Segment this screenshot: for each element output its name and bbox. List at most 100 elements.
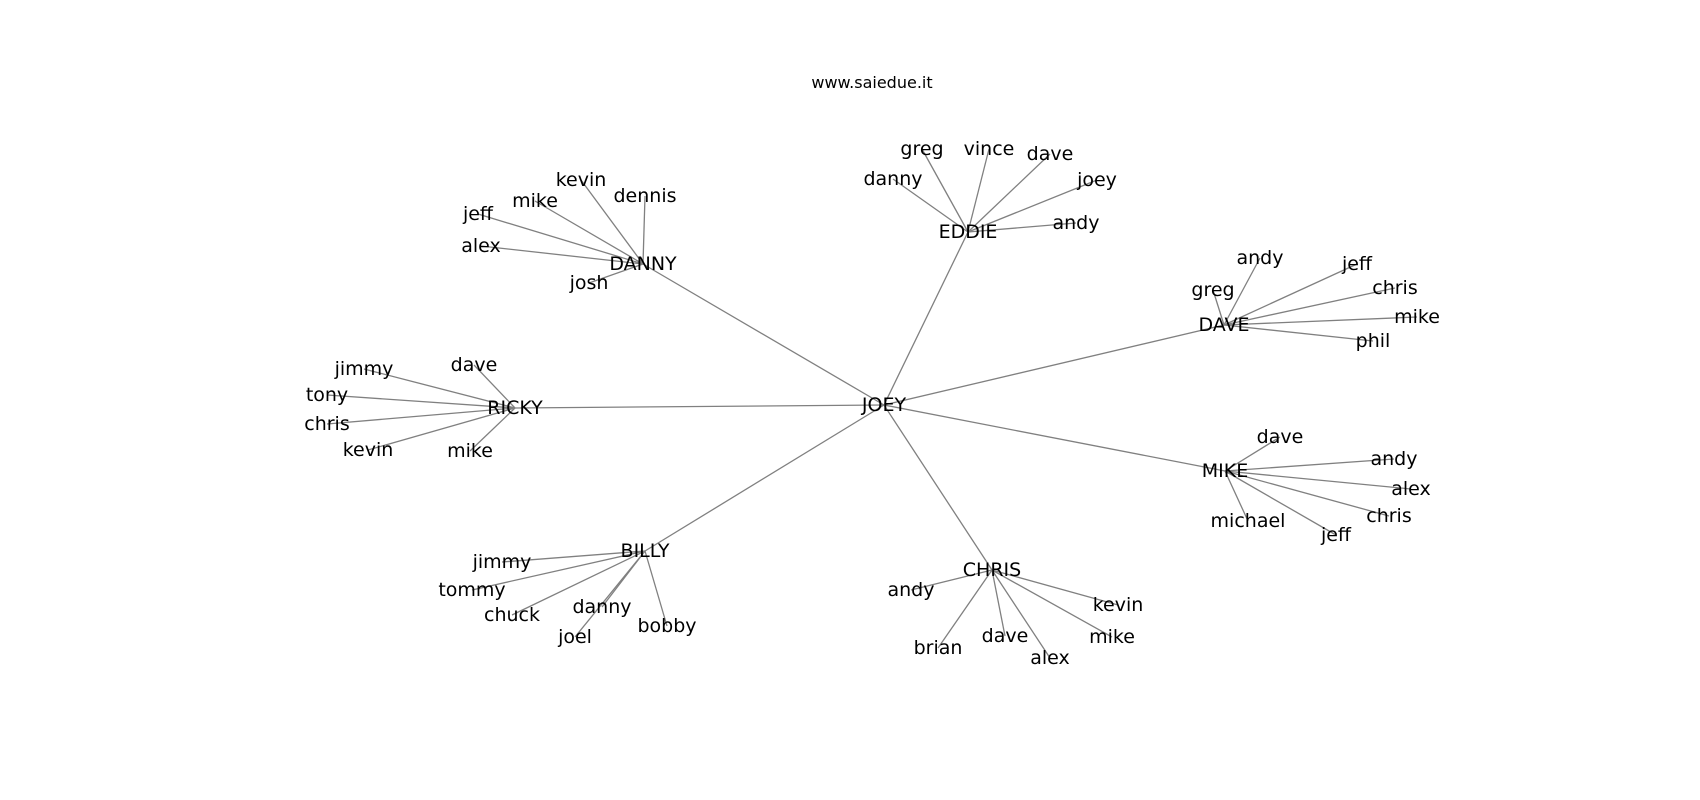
- edge-chris-kevin: [991, 569, 1119, 606]
- edge-eddie-andy: [967, 222, 1077, 233]
- edge-ricky-tony: [326, 394, 516, 409]
- edge-danny-alex: [480, 245, 644, 265]
- node-leaf: michael: [1211, 510, 1286, 532]
- edge-mike-jeff: [1224, 470, 1337, 536]
- edge-danny-mike: [534, 200, 644, 265]
- node-center: JOEY: [861, 394, 907, 416]
- node-leaf: jimmy: [334, 358, 394, 380]
- edge-chris-mike: [991, 569, 1113, 638]
- node-leaf: chris: [304, 413, 349, 435]
- edge-ricky-kevin: [367, 407, 516, 451]
- node-leaf: danny: [572, 596, 631, 618]
- node-leaf: jimmy: [472, 551, 532, 573]
- node-leaf: mike: [1089, 626, 1135, 648]
- edge-billy-bobby: [644, 550, 668, 627]
- node-hub: MIKE: [1202, 460, 1248, 482]
- edge-mike-chris: [1224, 470, 1390, 517]
- node-hub: DANNY: [609, 253, 677, 275]
- edge-eddie-dave: [967, 153, 1051, 233]
- edge-dave-jeff: [1223, 263, 1358, 326]
- edge-billy-joel: [574, 550, 646, 638]
- edges-layer: [326, 148, 1418, 659]
- edge-joey-ricky: [514, 404, 885, 409]
- node-leaf: phil: [1356, 330, 1391, 352]
- node-leaf: dave: [1027, 143, 1074, 165]
- node-hub: EDDIE: [939, 221, 998, 243]
- edge-danny-dennis: [642, 195, 646, 265]
- node-leaf: alex: [1391, 478, 1431, 500]
- edge-billy-chuck: [511, 550, 646, 616]
- node-leaf: andy: [1237, 247, 1284, 269]
- edge-dave-greg: [1212, 289, 1225, 326]
- node-leaf: greg: [1191, 279, 1234, 301]
- edge-billy-jimmy: [501, 550, 646, 563]
- node-leaf: chris: [1366, 505, 1411, 527]
- node-leaf: andy: [1053, 212, 1100, 234]
- node-leaf: dave: [451, 354, 498, 376]
- edge-joey-chris: [883, 404, 993, 571]
- node-leaf: alex: [461, 235, 501, 257]
- node-hub: CHRIS: [963, 559, 1021, 581]
- edge-ricky-dave: [473, 364, 516, 409]
- node-leaf: kevin: [343, 439, 394, 461]
- edge-joey-dave: [883, 324, 1225, 406]
- edge-ricky-jimmy: [363, 368, 516, 409]
- node-leaf: vince: [964, 138, 1015, 160]
- node-leaf: danny: [863, 168, 922, 190]
- node-hub: DAVE: [1198, 314, 1249, 336]
- node-leaf: tommy: [438, 579, 505, 601]
- node-leaf: brian: [914, 637, 963, 659]
- edge-chris-alex: [991, 569, 1051, 659]
- edge-dave-phil: [1223, 324, 1374, 342]
- edge-eddie-vince: [967, 148, 990, 233]
- node-leaf: andy: [1371, 448, 1418, 470]
- node-leaf: joel: [557, 626, 592, 648]
- edge-mike-dave: [1224, 436, 1281, 472]
- edge-dave-andy: [1223, 257, 1261, 326]
- node-leaf: bobby: [637, 615, 696, 637]
- node-leaf: kevin: [556, 169, 607, 191]
- edge-danny-josh: [588, 263, 644, 284]
- node-leaf: greg: [900, 138, 943, 160]
- node-leaf: tony: [306, 384, 348, 406]
- edge-danny-kevin: [580, 179, 644, 265]
- edge-ricky-chris: [326, 407, 516, 425]
- edge-mike-andy: [1224, 458, 1395, 472]
- edge-mike-michael: [1224, 470, 1249, 522]
- edge-dave-mike: [1223, 316, 1418, 326]
- edge-joey-mike: [883, 404, 1226, 472]
- node-leaf: mike: [1394, 306, 1440, 328]
- node-leaf: mike: [512, 190, 558, 212]
- edge-chris-dave: [991, 569, 1006, 637]
- edge-ricky-mike: [469, 407, 516, 452]
- node-leaf: jeff: [462, 203, 494, 225]
- node-leaf: alex: [1030, 647, 1070, 669]
- node-leaf: joey: [1076, 169, 1117, 191]
- node-leaf: jeff: [1320, 524, 1352, 546]
- node-leaf: mike: [447, 440, 493, 462]
- edge-chris-andy: [910, 569, 993, 591]
- node-leaf: dennis: [613, 185, 676, 207]
- node-hub: RICKY: [487, 397, 543, 419]
- edge-eddie-joey: [967, 179, 1098, 233]
- edge-eddie-danny: [892, 178, 969, 233]
- node-leaf: dave: [1257, 426, 1304, 448]
- edge-joey-eddie: [883, 231, 969, 406]
- node-leaf: dave: [982, 625, 1029, 647]
- node-leaf: chris: [1372, 277, 1417, 299]
- edge-joey-danny: [642, 263, 885, 406]
- node-leaf: andy: [888, 579, 935, 601]
- node-leaf: chuck: [484, 604, 540, 626]
- edge-chris-brian: [937, 569, 993, 649]
- edge-joey-billy: [644, 404, 885, 552]
- edge-eddie-greg: [921, 148, 969, 233]
- graph-title: www.saiedue.it: [811, 73, 932, 92]
- edge-dave-chris: [1223, 287, 1396, 326]
- edge-billy-tommy: [471, 550, 646, 591]
- node-leaf: jeff: [1341, 253, 1373, 275]
- node-leaf: josh: [569, 272, 609, 294]
- node-hub: BILLY: [621, 540, 670, 562]
- edge-danny-jeff: [477, 213, 644, 265]
